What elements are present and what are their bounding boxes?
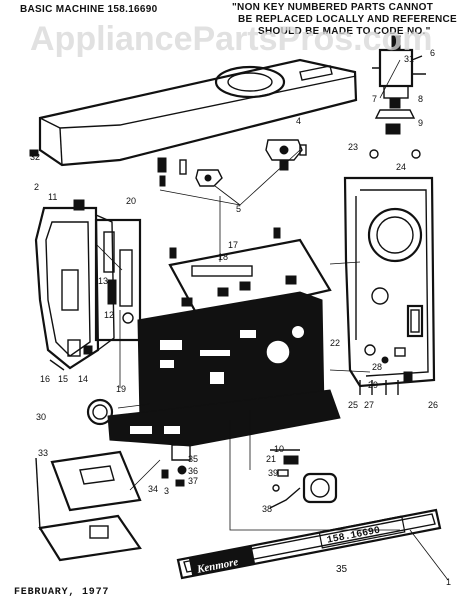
notice-line-1: "NON KEY NUMBERED PARTS CANNOT	[232, 2, 433, 13]
callout-32: 32	[30, 152, 40, 162]
callout-35: 35	[188, 454, 198, 464]
callout-31: 31	[404, 54, 414, 64]
footer-page-code: 35	[336, 564, 348, 575]
footer-date: FEBRUARY, 1977	[14, 587, 109, 598]
watermark: AppliancePartsPros.com	[30, 20, 432, 58]
callout-10: 10	[274, 444, 284, 454]
callout-13: 13	[98, 276, 108, 286]
motor	[269, 472, 338, 509]
callout-39: 39	[268, 468, 278, 478]
callout-3: 3	[164, 486, 169, 496]
callout-numbers: 1 2 3 4 5 6 7 8 9 10 11 12 13 14 15 16 1…	[30, 48, 451, 587]
callout-18: 18	[218, 252, 228, 262]
slide-plate-assembly	[35, 450, 142, 562]
callout-30: 30	[36, 412, 46, 422]
callout-9: 9	[418, 118, 423, 128]
callout-12: 12	[104, 310, 114, 320]
callout-37: 37	[188, 476, 198, 486]
callout-29: 29	[368, 380, 378, 390]
main-body-casting	[107, 291, 341, 447]
callout-5: 5	[236, 204, 241, 214]
callout-34: 34	[148, 484, 158, 494]
callout-20: 20	[126, 196, 136, 206]
top-right-mechanism	[369, 35, 426, 159]
callout-36: 36	[188, 466, 198, 476]
callout-21: 21	[266, 454, 276, 464]
callout-15: 15	[58, 374, 68, 384]
callout-14: 14	[78, 374, 88, 384]
callout-7: 7	[372, 94, 377, 104]
callout-1: 1	[446, 577, 451, 587]
callout-2: 2	[34, 182, 39, 192]
callout-4: 4	[296, 116, 301, 126]
nameplate: Kenmore 158.16690	[176, 508, 442, 580]
leader-lines	[95, 59, 449, 581]
bobbin-ring	[86, 398, 114, 426]
cover-hardware	[157, 139, 307, 206]
callout-25: 25	[348, 400, 358, 410]
right-side-panel	[343, 176, 436, 388]
lower-hardware	[161, 444, 300, 492]
callout-22: 22	[330, 338, 340, 348]
callout-38: 38	[262, 504, 272, 514]
callout-16: 16	[40, 374, 50, 384]
callout-28: 28	[372, 362, 382, 372]
callout-11: 11	[48, 192, 57, 202]
callout-6: 6	[430, 48, 435, 58]
callout-23: 23	[348, 142, 358, 152]
callout-17: 17	[228, 240, 238, 250]
top-cover	[29, 58, 358, 167]
right-lower-hardware	[359, 344, 413, 395]
model-line: BASIC MACHINE 158.16690	[20, 4, 158, 15]
callout-33: 33	[38, 448, 48, 458]
callout-24: 24	[396, 162, 406, 172]
notice-line-2: BE REPLACED LOCALLY AND REFERENCE	[238, 14, 457, 25]
left-side-panel	[34, 206, 115, 370]
notice-line-3: SHOULD BE MADE TO CODE NO."	[258, 26, 431, 37]
center-back-plate	[168, 227, 332, 322]
callout-19: 19	[116, 384, 126, 394]
callout-27: 27	[364, 400, 374, 410]
callout-26: 26	[428, 400, 438, 410]
left-mechanism-bracket	[49, 199, 142, 371]
callout-8: 8	[418, 94, 423, 104]
